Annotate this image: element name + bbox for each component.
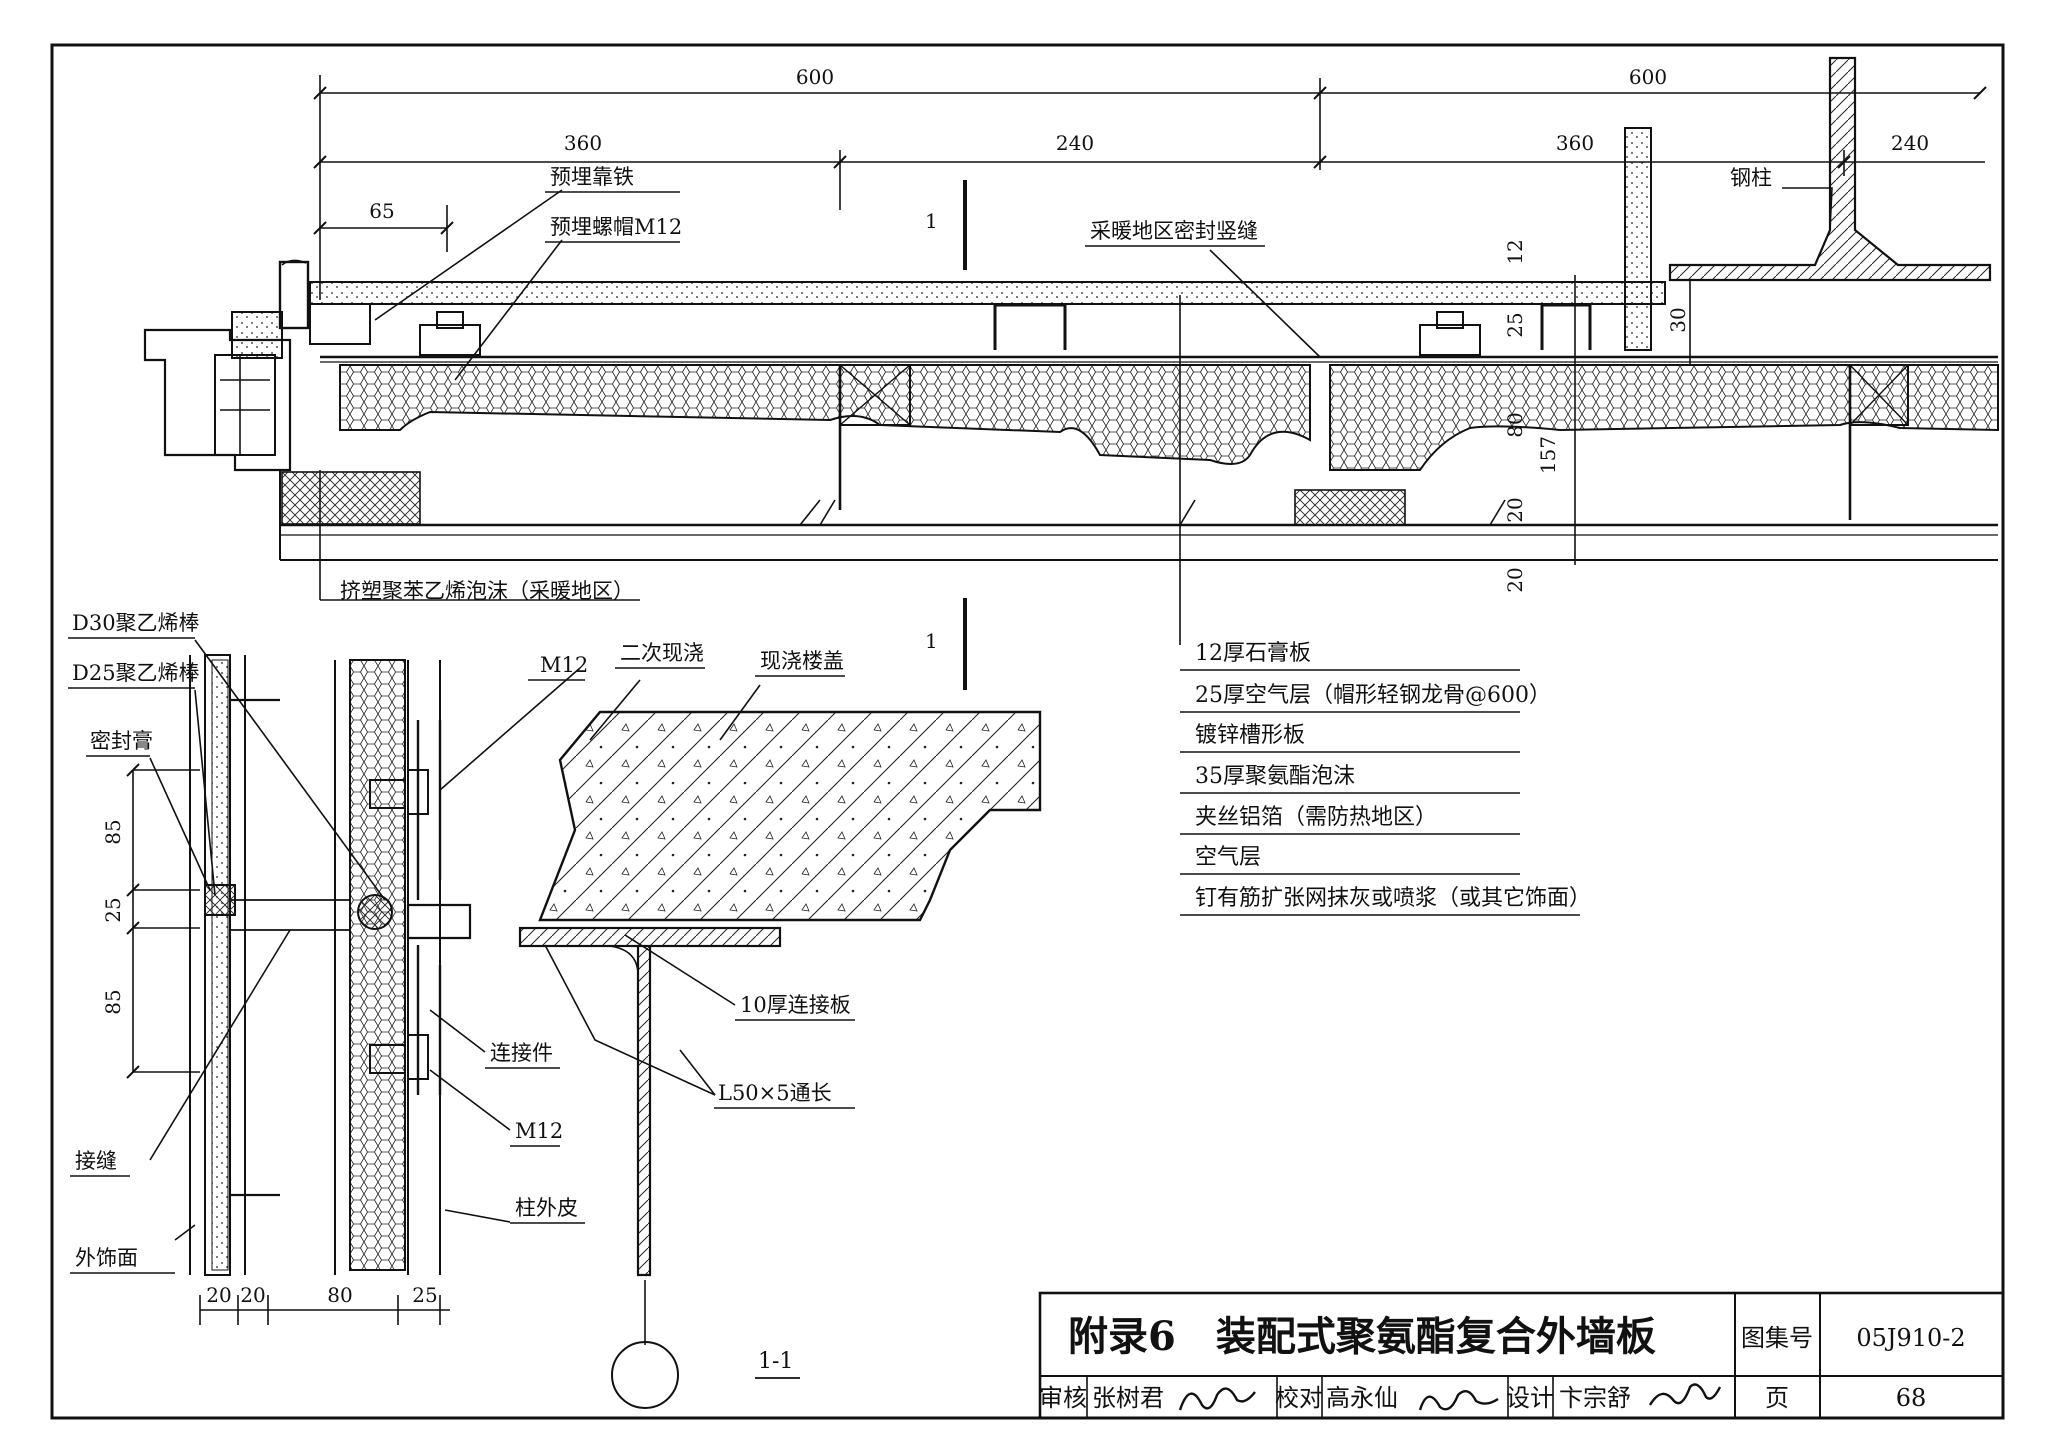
label-cast-slab: 现浇楼盖 [760, 649, 844, 673]
reviewer-signature [1178, 1387, 1256, 1411]
label-embedded-iron: 预埋靠铁 [550, 165, 634, 189]
title-block [1038, 1291, 2005, 1420]
dim-65: 65 [369, 199, 394, 223]
legend-item-4: 35厚聚氨酯泡沫 [1195, 764, 1355, 789]
legend-item-7: 钉有筋扩张网抹灰或喷浆（或其它饰面） [1195, 886, 1591, 911]
section-detail [126, 639, 1042, 1345]
page-number: 68 [1896, 1384, 1927, 1412]
dim-bottom-25: 25 [412, 1283, 437, 1307]
label-d30-rod: D30聚乙烯棒 [72, 611, 200, 635]
dim-bottom-20-b: 20 [240, 1283, 265, 1307]
legend-item-1: 12厚石膏板 [1195, 641, 1311, 666]
page-label: 页 [1765, 1384, 1789, 1412]
label-secondary-pour: 二次现浇 [620, 641, 704, 665]
section-title: 1-1 [758, 1349, 793, 1374]
label-exterior-finish: 外饰面 [75, 1246, 138, 1270]
outer-frame [50, 43, 2005, 1420]
dim-20-lower: 20 [1503, 567, 1527, 592]
dim-157: 157 [1536, 436, 1560, 474]
dim-600-right: 600 [1629, 65, 1667, 89]
atlas-label: 图集号 [1741, 1324, 1813, 1352]
drawing-title: 附录6 装配式聚氨酯复合外墙板 [1068, 1313, 1656, 1360]
label-xps-foam: 挤塑聚苯乙烯泡沫（采暖地区） [340, 579, 634, 603]
axis-bubble [611, 1341, 679, 1409]
dim-85-upper: 85 [101, 819, 125, 844]
label-m12-bottom: M12 [515, 1119, 563, 1143]
dim-bottom-20-a: 20 [206, 1283, 231, 1307]
label-column-skin: 柱外皮 [515, 1196, 578, 1220]
legend-item-2: 25厚空气层（帽形轻钢龙骨@600） [1195, 683, 1551, 708]
dim-600-left: 600 [796, 65, 834, 89]
dim-240-left: 240 [1056, 131, 1094, 155]
dim-30: 30 [1666, 307, 1690, 332]
dim-bottom-80: 80 [327, 1283, 352, 1307]
dim-240-right: 240 [1891, 131, 1929, 155]
legend-item-5: 夹丝铝箔（需防热地区） [1195, 805, 1437, 830]
label-d25-rod: D25聚乙烯棒 [72, 661, 200, 685]
checker-name: 高永仙 [1326, 1384, 1398, 1412]
dim-80: 80 [1503, 412, 1527, 437]
legend-item-6: 空气层 [1195, 845, 1261, 870]
plan-detail [143, 56, 1999, 690]
dim-360-right: 360 [1556, 131, 1594, 155]
dim-25-joint: 25 [101, 897, 125, 922]
atlas-number: 05J910-2 [1856, 1324, 1965, 1352]
designer-name: 卞宗舒 [1559, 1384, 1631, 1412]
label-angle-steel: L50×5通长 [718, 1081, 832, 1105]
label-sealant: 密封膏 [90, 729, 153, 753]
designer-signature [1648, 1383, 1722, 1406]
check-label: 校对 [1275, 1384, 1323, 1412]
reviewer-name: 张树君 [1092, 1384, 1164, 1412]
label-steel-column: 钢柱 [1730, 166, 1772, 190]
dim-12: 12 [1503, 239, 1527, 264]
section-mark-top: 1 [925, 209, 938, 233]
label-heating-seam: 采暖地区密封竖缝 [1090, 219, 1258, 243]
section-mark-bottom: 1 [925, 629, 938, 653]
label-embedded-nut: 预埋螺帽M12 [550, 215, 682, 239]
dim-85-lower: 85 [101, 989, 125, 1014]
checker-signature [1418, 1389, 1499, 1411]
label-connector: 连接件 [490, 1041, 553, 1065]
legend-lines [1180, 669, 1580, 916]
label-m12-top: M12 [540, 653, 588, 677]
dim-25: 25 [1503, 312, 1527, 337]
design-label: 设计 [1506, 1384, 1554, 1412]
legend-item-3: 镀锌槽形板 [1195, 723, 1305, 748]
label-plate-10: 10厚连接板 [740, 993, 851, 1017]
label-joint: 接缝 [75, 1149, 117, 1173]
dim-360-left: 360 [564, 131, 602, 155]
review-label: 审核 [1039, 1384, 1087, 1412]
dim-20-upper: 20 [1503, 497, 1527, 522]
